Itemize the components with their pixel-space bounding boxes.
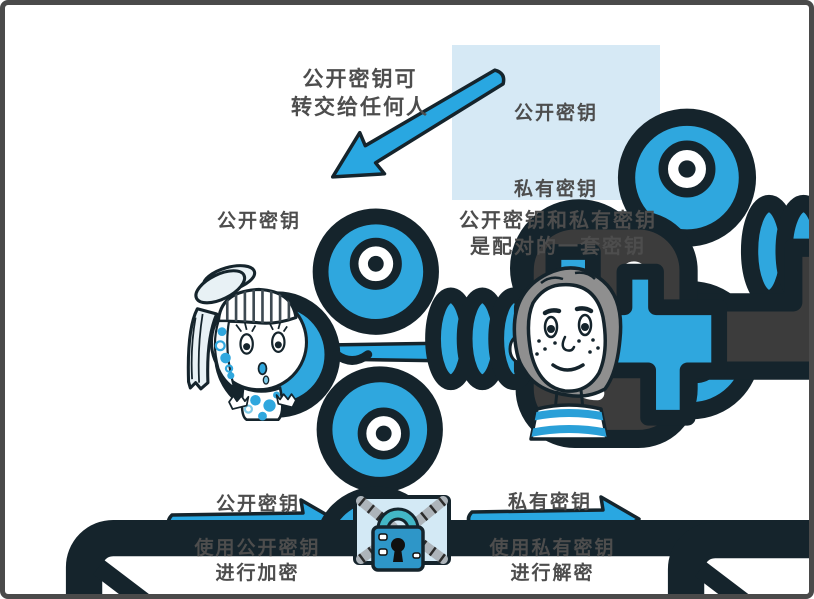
- transfer-arrow: [330, 68, 506, 179]
- transfer-note-line1: 公开密钥可: [302, 67, 418, 91]
- receiver-private-key-label: 私有密钥: [507, 491, 592, 513]
- keypair-caption-line2: 是配对的一套密钥: [470, 234, 646, 258]
- encrypt-note-line2: 进行加密: [215, 562, 300, 584]
- decrypt-note-line2: 进行解密: [510, 562, 595, 584]
- boy-character: [508, 266, 623, 441]
- encrypt-note: 使用公开密钥 进行加密: [155, 536, 360, 586]
- keypair-caption: 公开密钥和私有密钥 是配对的一套密钥: [433, 207, 683, 259]
- decrypt-note-line1: 使用私有密钥: [489, 537, 616, 559]
- box-public-key-label: 公开密钥: [513, 102, 598, 124]
- girl-character: [186, 264, 309, 421]
- diagram-art: [5, 68, 814, 599]
- locked-envelope-icon: [353, 495, 451, 572]
- keypair-caption-line1: 公开密钥和私有密钥: [459, 208, 657, 232]
- decrypted-envelope-icon: [686, 540, 814, 599]
- sender-public-key-label: 公开密钥: [215, 493, 300, 515]
- decrypt-note: 使用私有密钥 进行解密: [450, 536, 655, 586]
- received-public-key-label: 公开密钥: [216, 210, 301, 232]
- box-private-key-label: 私有密钥: [513, 178, 598, 200]
- transfer-note-line2: 转交给任何人: [291, 95, 429, 119]
- decrypt-arrow: [466, 495, 641, 543]
- encrypt-note-line1: 使用公开密钥: [194, 537, 321, 559]
- transfer-note: 公开密钥可 转交给任何人: [250, 65, 470, 121]
